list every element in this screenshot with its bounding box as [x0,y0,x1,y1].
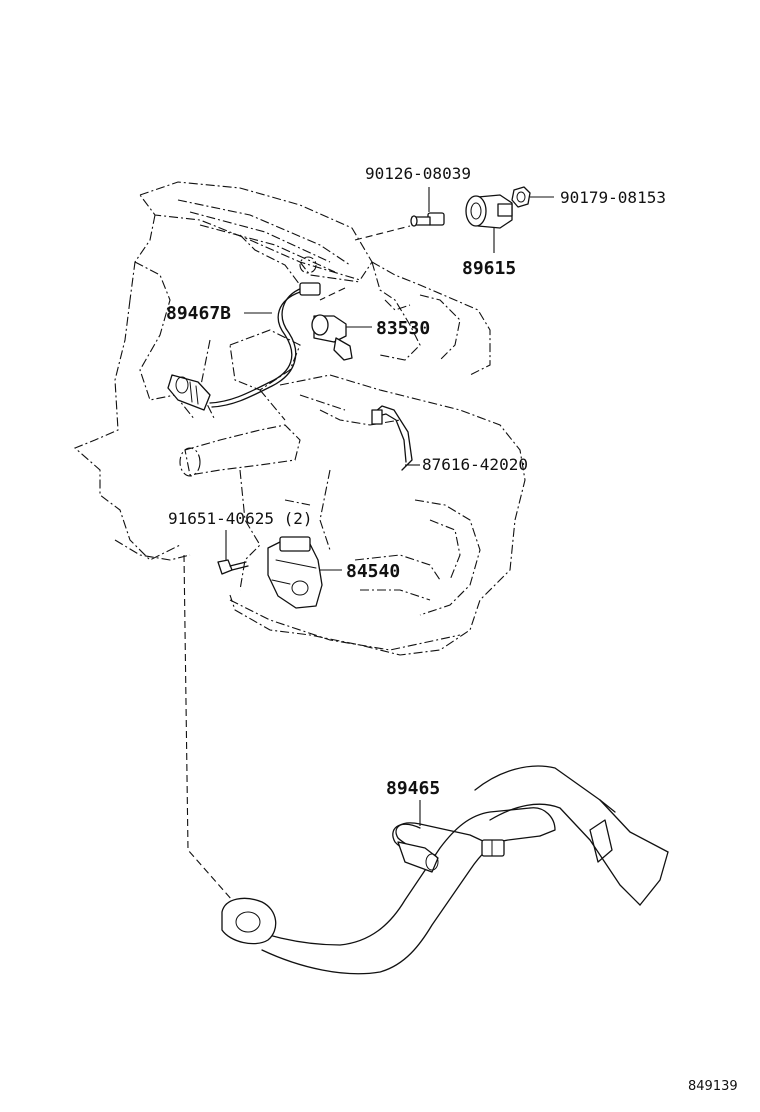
label-oxygen-sensor-upper: 89467B [166,303,231,324]
upper-oxygen-sensor-part [167,282,321,411]
knock-sensor-part [465,194,513,229]
label-neutral-switch: 84540 [346,561,400,582]
temp-sensor-part [311,314,353,361]
lower-oxygen-sensor-part [392,822,505,873]
label-leaders [225,187,554,826]
engine-outline [73,181,526,656]
bolt-90126-08039-part [410,212,445,227]
label-wire-clamp: 87616-42020 [422,455,528,474]
label-nut-right: 90179-08153 [560,188,666,207]
nut-90179-08153-part [511,186,531,208]
diagram-code: 849139 [688,1079,738,1094]
label-oxygen-sensor-lower: 89465 [386,778,440,799]
neutral-switch-part [267,536,323,609]
installation-lines [183,225,411,901]
exhaust-pipe-part [221,765,669,975]
bolt-91651-40625-part [217,559,249,575]
label-temp-sensor: 83530 [376,318,430,339]
label-bolt-switch: 91651-40625 (2) [168,509,313,528]
wire-clamp-part [371,405,413,471]
label-knock-sensor: 89615 [462,258,516,279]
label-bolt-top: 90126-08039 [365,164,471,183]
